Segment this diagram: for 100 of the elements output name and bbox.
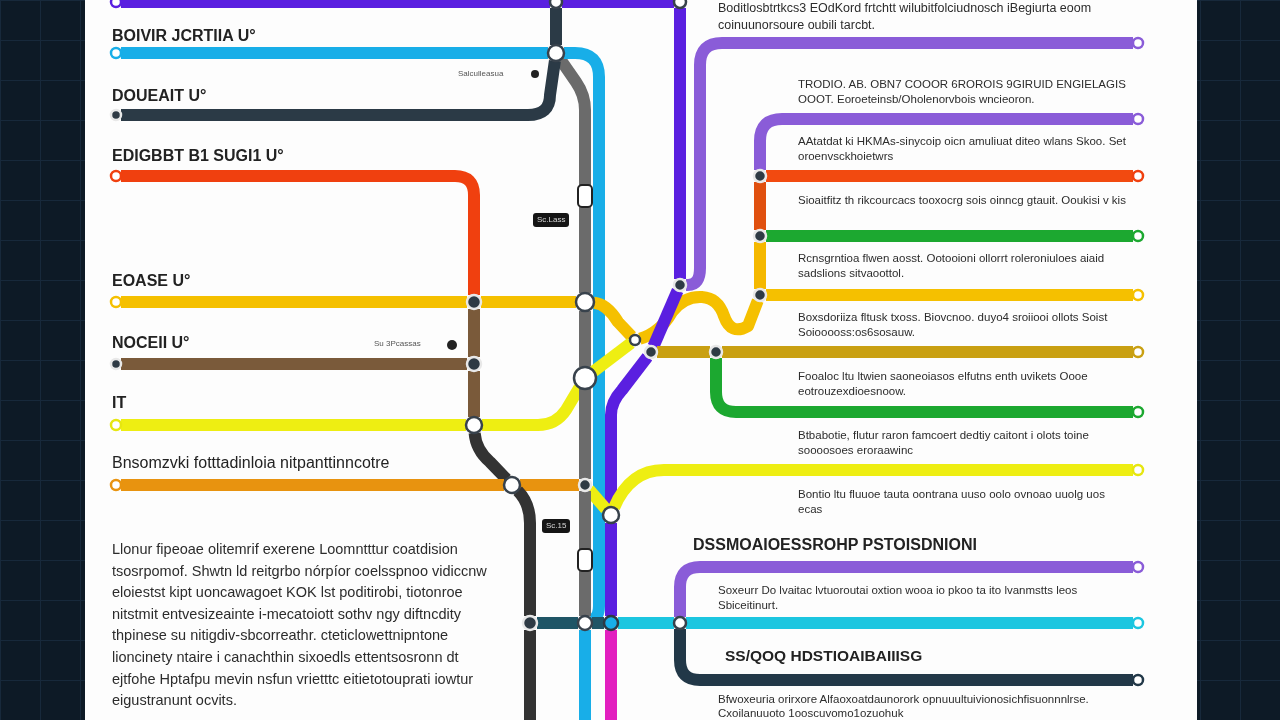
metro-line (637, 290, 764, 345)
station-icon (1131, 288, 1145, 302)
metro-line (766, 230, 1133, 242)
metro-line (121, 358, 467, 370)
station-icon (601, 505, 621, 525)
metro-line (481, 296, 576, 308)
metro-line (520, 479, 579, 491)
metro-line (592, 617, 604, 629)
station-icon (1131, 560, 1145, 574)
station-icon (708, 344, 724, 360)
station-icon (521, 614, 539, 632)
station-icon (574, 291, 596, 313)
station-icon (1131, 345, 1145, 359)
description-text: Rcnsgrntioa flwen aosst. Ootooioni ollorrt roleroniuloes aiaid sadslions sitvaoottol. (798, 251, 1106, 281)
station-icon (1131, 169, 1145, 183)
station-icon (109, 478, 123, 492)
description-text: Btbabotie, flutur raron famcoert dedtiy caitont i olots toine soooosoes eroraawinc (798, 428, 1090, 458)
station-icon (577, 477, 593, 493)
station-icon (1131, 229, 1145, 243)
metro-line (579, 491, 591, 549)
description-text: Soxeurr Do lvaitac lvtuoroutai oxtion wooa io pkoo ta ito lvanmstts leos Sbiceitinurt. (718, 583, 1079, 613)
description-text: Boxsdoriiza fltusk txoss. Biovcnoo. duyo4 sroiiooi ollots Soist Soiooooss:os6sosauw. (798, 310, 1109, 340)
metro-line (754, 242, 766, 289)
description-text: TRODIO. AB. OBN7 COOOR 6ROROIS 9GIRUID ENGIELAGIS OOOT. Eoroeteinsb/Oholenorvbois wncieoron. (798, 77, 1127, 107)
metro-line (608, 464, 1133, 511)
metro-line (121, 479, 504, 491)
interchange-icon (577, 184, 593, 208)
station-icon (628, 333, 642, 347)
metro-line (579, 571, 591, 616)
interchange-icon (577, 548, 593, 572)
station-icon (464, 415, 484, 435)
line-label: IT (112, 393, 127, 412)
section-heading: SS/QOQ HDSTIOAIBAIIISG (725, 647, 923, 665)
station-icon (109, 108, 123, 122)
station-note: Salculleasua (458, 69, 504, 79)
station-note: Su 3Pcassas (374, 339, 421, 349)
metro-line (657, 346, 710, 358)
line-label: DOUEAIT U° (112, 86, 207, 105)
metro-line (605, 523, 617, 616)
description-text: Boditlosbtrtkcs3 EOdKord frtchtt wilubitfolciudnosch iBegiurta eoom coinuunorsoure oubili tarcbt. (718, 0, 1093, 34)
description-text: Fooaloc ltu ltwien saoneoiasos elfutns enth uvikets Oooe eotrouzexdioesnoow. (798, 369, 1089, 399)
station-icon (576, 614, 594, 632)
metro-line (754, 113, 1133, 170)
metro-line (121, 60, 561, 121)
metro-line (605, 630, 617, 720)
station-icon (465, 355, 483, 373)
station-icon (465, 293, 483, 311)
station-icon (572, 365, 598, 391)
station-icon (752, 228, 768, 244)
station-icon (672, 615, 688, 631)
metro-line (674, 629, 1133, 686)
station-icon (1131, 405, 1145, 419)
metro-line (592, 296, 636, 341)
station-icon (602, 614, 620, 632)
description-text: AAtatdat ki HKMAs-sinycoip oicn amuliuat diteo wlans Skoo. Set oroenvsckhoietwrs (798, 134, 1127, 164)
metro-line (513, 486, 536, 616)
station-icon (109, 46, 123, 60)
station-icon (502, 475, 522, 495)
metro-line (647, 288, 684, 349)
station-icon (109, 0, 123, 9)
line-tag: Sc.15 (542, 519, 571, 533)
line-label: BOIVIR JCRTIIA U° (112, 26, 256, 45)
metro-line (121, 47, 548, 59)
line-label: NOCEII U° (112, 333, 190, 352)
metro-line (468, 309, 480, 357)
station-icon (1131, 112, 1145, 126)
metro-line (468, 371, 480, 417)
station-icon (752, 287, 768, 303)
station-icon (109, 418, 123, 432)
metro-line (537, 617, 578, 629)
station-icon (109, 295, 123, 309)
station-icon (672, 0, 688, 10)
metro-line (579, 207, 591, 293)
description-text: Sioaitfitz th rikcourcacs tooxocrg sois oinncg gtauit. Ooukisi v kis (798, 193, 1127, 208)
station-icon (548, 0, 564, 10)
metro-line (524, 630, 536, 720)
metro-line (766, 289, 1133, 301)
metro-line (766, 170, 1133, 182)
line-label: EOASE U° (112, 271, 191, 290)
station-icon (1131, 36, 1145, 50)
station-icon (109, 357, 123, 371)
metro-line (121, 296, 467, 308)
metro-line (754, 182, 766, 230)
line-label: Bnsomzvki fotttadinloia nitpanttinncotre (112, 453, 390, 472)
metro-line (686, 617, 1133, 629)
station-icon (1131, 673, 1145, 687)
station-icon (1131, 463, 1145, 477)
metro-line (562, 0, 674, 8)
metro-line (674, 561, 1133, 617)
station-icon (752, 168, 768, 184)
metro-line (590, 338, 635, 377)
station-icon (643, 344, 659, 360)
section-heading: DSSMOAIOESSROHP PSTOISDNIONI (693, 535, 977, 554)
description-text: Bfwoxeuria orirxore Alfaoxoatdaunorork opnuuultuivionosichfisuonnnlrse. Cxoilanuuoto 1ooscuvomo1ozuohuk (718, 692, 1090, 720)
line-tag: Sc.Lass (533, 213, 570, 227)
line-label: EDIGBBT B1 SUGI1 U° (112, 146, 284, 165)
metro-line (579, 311, 591, 367)
metro-line (722, 346, 1133, 358)
station-icon (109, 169, 123, 183)
metro-line (121, 170, 480, 295)
